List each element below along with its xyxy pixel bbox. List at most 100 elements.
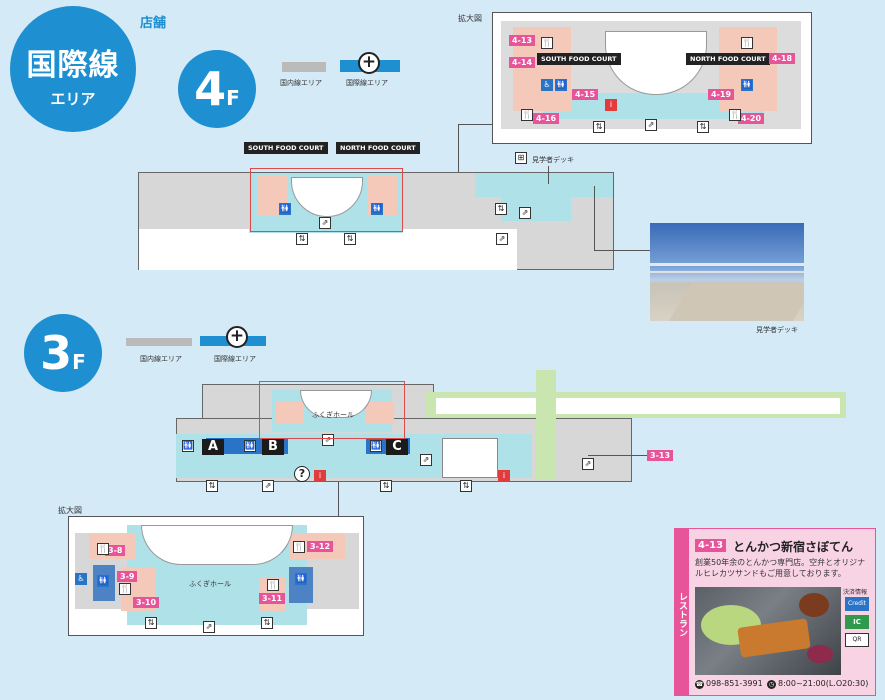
card-shop-number: 4-13	[695, 539, 727, 552]
floor-3f-badge: 3F	[24, 314, 102, 392]
shop-4-13-tag: 4-13	[509, 35, 536, 46]
south-food-court-sign: SOUTH FOOD COURT	[537, 53, 621, 65]
shop-4-19-tag: 4-19	[708, 89, 735, 100]
shop-3-8-tag: 3-8	[105, 545, 126, 556]
store-label: 店舗	[140, 16, 167, 31]
card-food-photo	[695, 587, 841, 675]
shop-4-16-tag: 4-16	[533, 113, 560, 124]
shop-4-20-tag: 4-20	[738, 113, 765, 124]
observation-deck-label: 見学者デッキ	[532, 156, 574, 164]
floor-4f-badge: 4F	[178, 50, 256, 128]
north-food-court-sign-main: NORTH FOOD COURT	[336, 142, 420, 154]
shop-4-15-tag: 4-15	[572, 89, 599, 100]
phone-icon: ☎	[695, 680, 704, 689]
floor-4f-unit: F	[226, 86, 240, 110]
floor-3f-map: ふくぎホール A B C 🚻 🚻 🚻 ⇗ ? i ⇗ ⇗ i	[176, 370, 846, 484]
hall-label: ふくぎホール	[312, 411, 354, 419]
legend-domestic-label-3f: 国内線エリア	[140, 355, 182, 363]
restaurant-card: レストラン 4-13 とんかつ新宿さぼてん 創業50年余のとんかつ専門店。空弁と…	[674, 528, 876, 696]
toilet-icon: 🚻	[370, 440, 382, 452]
badge-main: 国際線	[26, 48, 120, 83]
shop-3-13-tag: 3-13	[647, 450, 674, 461]
zoom-area-4f	[250, 168, 403, 232]
escalator-icon: ⇗	[262, 480, 274, 492]
toilet-icon: 🚻	[182, 440, 194, 452]
escalator-icon: ⇗	[496, 233, 508, 245]
escalator-icon: ⇗	[645, 119, 657, 131]
plus-icon: +	[358, 52, 380, 74]
legend-intl-label: 国際線エリア	[346, 79, 388, 87]
gate-a: A	[202, 439, 224, 455]
elevator-icon: ⇅	[460, 480, 472, 492]
restaurant-icon: 🍴	[267, 579, 279, 591]
legend-domestic-swatch-3f	[126, 338, 192, 346]
toilet-icon: 🚻	[371, 203, 383, 215]
observation-deck-photo	[650, 223, 804, 321]
escalator-icon: ⇗	[319, 217, 331, 229]
south-food-court-sign-main: SOUTH FOOD COURT	[244, 142, 328, 154]
observation-deck-icon: ⊞	[515, 152, 527, 164]
shop-4-14-tag: 4-14	[509, 57, 536, 68]
zoom-label-4f: 拡大図	[458, 14, 482, 23]
shop-3-10-tag: 3-10	[133, 597, 160, 608]
elevator-icon: ⇅	[261, 617, 273, 629]
elevator-icon: ⇅	[380, 480, 392, 492]
hall-label-zoom: ふくぎホール	[189, 580, 231, 588]
legend-domestic-swatch	[282, 62, 326, 72]
floor-3f-unit: F	[72, 350, 86, 374]
clock-icon: ◷	[767, 680, 776, 689]
north-food-court-sign: NORTH FOOD COURT	[686, 53, 770, 65]
escalator-icon: ⇗	[203, 621, 215, 633]
payment-ic-badge: IC	[845, 615, 869, 629]
payment-qr-badge: QR	[845, 633, 869, 647]
restaurant-icon: 🍴	[741, 37, 753, 49]
shop-3-12-tag: 3-12	[307, 541, 334, 552]
zoom-inset-3f: ふくぎホール 3-8 3-9 3-10 3-11 3-12 🍴 🍴 🍴 🍴 ♿ …	[68, 516, 364, 636]
toilet-icon: 🚻	[555, 79, 567, 91]
toilet-icon: 🚻	[279, 203, 291, 215]
zoom-label-3f: 拡大図	[58, 506, 82, 515]
elevator-icon: ⇅	[495, 203, 507, 215]
card-side-label: レストラン	[675, 529, 689, 695]
intl-area-badge: 国際線 エリア	[10, 6, 136, 132]
restaurant-icon: 🍴	[293, 541, 305, 553]
info-icon: ?	[294, 466, 310, 482]
toilet-icon: ♿	[541, 79, 553, 91]
payment-credit-badge: Credit	[845, 597, 869, 611]
floor-3f-number: 3	[40, 326, 73, 380]
shop-3-11-tag: 3-11	[259, 593, 286, 604]
escalator-icon: ⇗	[420, 454, 432, 466]
elevator-icon: ⇅	[344, 233, 356, 245]
toilet-icon: 🚻	[295, 573, 307, 585]
restaurant-icon: 🍴	[541, 37, 553, 49]
legend-domestic-label: 国内線エリア	[280, 79, 322, 87]
card-description: 創業50年余のとんかつ専門店。空弁とオリジナルヒレカツサンドもご用意しております…	[695, 558, 866, 578]
legend-intl-label-3f: 国際線エリア	[214, 355, 256, 363]
elevator-icon: ⇅	[206, 480, 218, 492]
info-icon: i	[498, 470, 510, 482]
shop-3-9-tag: 3-9	[117, 571, 138, 582]
elevator-icon: ⇅	[145, 617, 157, 629]
toilet-icon: ♿	[75, 573, 87, 585]
restaurant-icon: 🍴	[97, 543, 109, 555]
restaurant-icon: 🍴	[729, 109, 741, 121]
info-icon: i	[605, 99, 617, 111]
card-hours: 8:00~21:00(L.O20:30)	[778, 679, 869, 688]
toilet-icon: 🚻	[97, 575, 109, 587]
escalator-icon: ⇗	[582, 458, 594, 470]
observation-deck-photo-caption: 見学者デッキ	[756, 326, 798, 334]
elevator-icon: ⇅	[296, 233, 308, 245]
elevator-icon: ⇅	[593, 121, 605, 133]
gate-b: B	[262, 439, 284, 455]
escalator-icon: ⇗	[519, 207, 531, 219]
restaurant-icon: 🍴	[521, 109, 533, 121]
badge-sub: エリア	[50, 90, 96, 108]
floor-4f-map: ⇗ 🚻 🚻 ⇅ ⇗	[138, 172, 614, 270]
floor-4f-number: 4	[194, 62, 227, 116]
card-phone: 098-851-3991	[706, 679, 763, 688]
card-payment-title: 決済情報	[843, 589, 868, 596]
zoom-area-3f	[259, 381, 405, 439]
toilet-icon: 🚻	[244, 440, 256, 452]
plus-icon: +	[226, 326, 248, 348]
card-shop-name: とんかつ新宿さぼてん	[733, 540, 854, 554]
